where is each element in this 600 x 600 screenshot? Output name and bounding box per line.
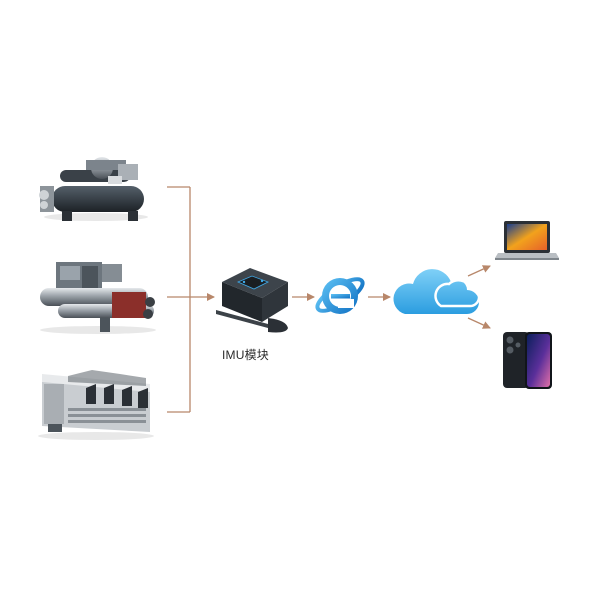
arrow-cloud-to-phone xyxy=(467,317,491,329)
screw-chiller-icon xyxy=(40,262,156,334)
imu-module-icon xyxy=(216,268,288,333)
input-bracket xyxy=(167,186,215,413)
arrow-cloud-to-laptop xyxy=(467,265,491,277)
centrifugal-chiller-icon xyxy=(39,157,148,221)
imu-module-label: IMU模块 xyxy=(222,348,269,362)
cloud-icon xyxy=(393,269,481,314)
internet-explorer-icon xyxy=(315,277,365,314)
smartphone-icon xyxy=(503,332,552,389)
air-cooled-chiller-icon xyxy=(38,370,154,440)
laptop-icon xyxy=(495,221,559,260)
